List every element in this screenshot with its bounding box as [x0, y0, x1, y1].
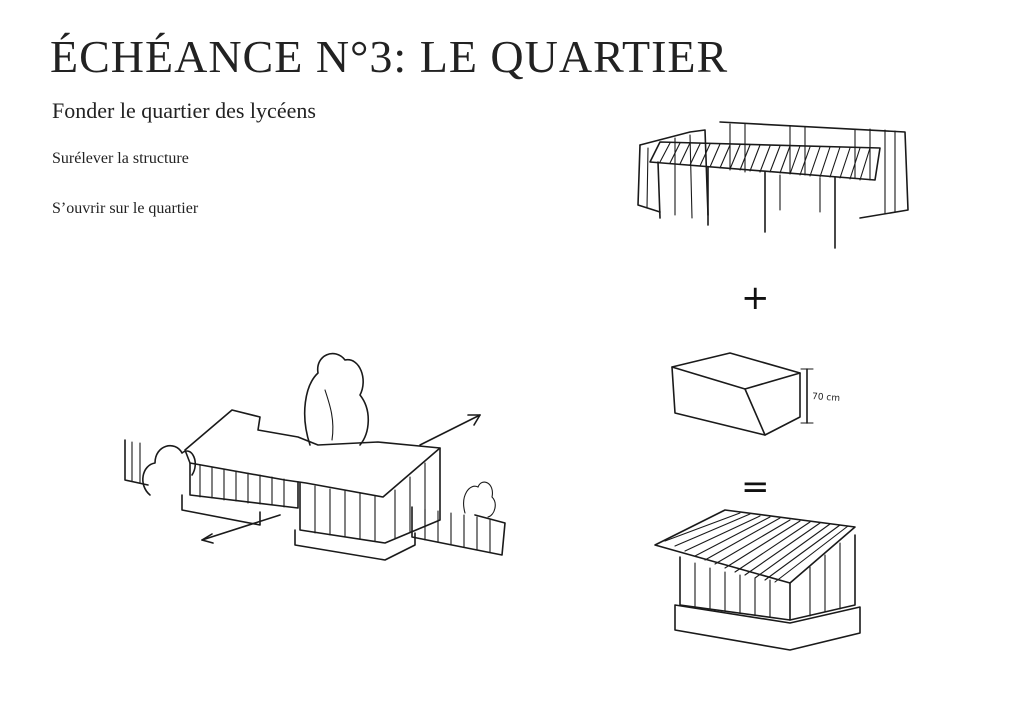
point-open-neighborhood: S’ouvrir sur le quartier [52, 200, 199, 217]
point-raise-structure: Surélever la structure [52, 150, 189, 167]
page-subtitle: Fonder le quartier des lycéens [52, 98, 316, 123]
combined-shed-sketch [654, 509, 861, 651]
page-title: ÉCHÉANCE N°3: LE QUARTIER [50, 31, 729, 82]
equals-symbol: = [741, 467, 770, 507]
plus-symbol: + [741, 278, 770, 318]
aerial-building-sketch [124, 352, 506, 561]
shed-canopy-sketch [637, 121, 909, 249]
dimension-label: 70 cm [811, 392, 841, 404]
base-block-sketch [671, 352, 814, 436]
